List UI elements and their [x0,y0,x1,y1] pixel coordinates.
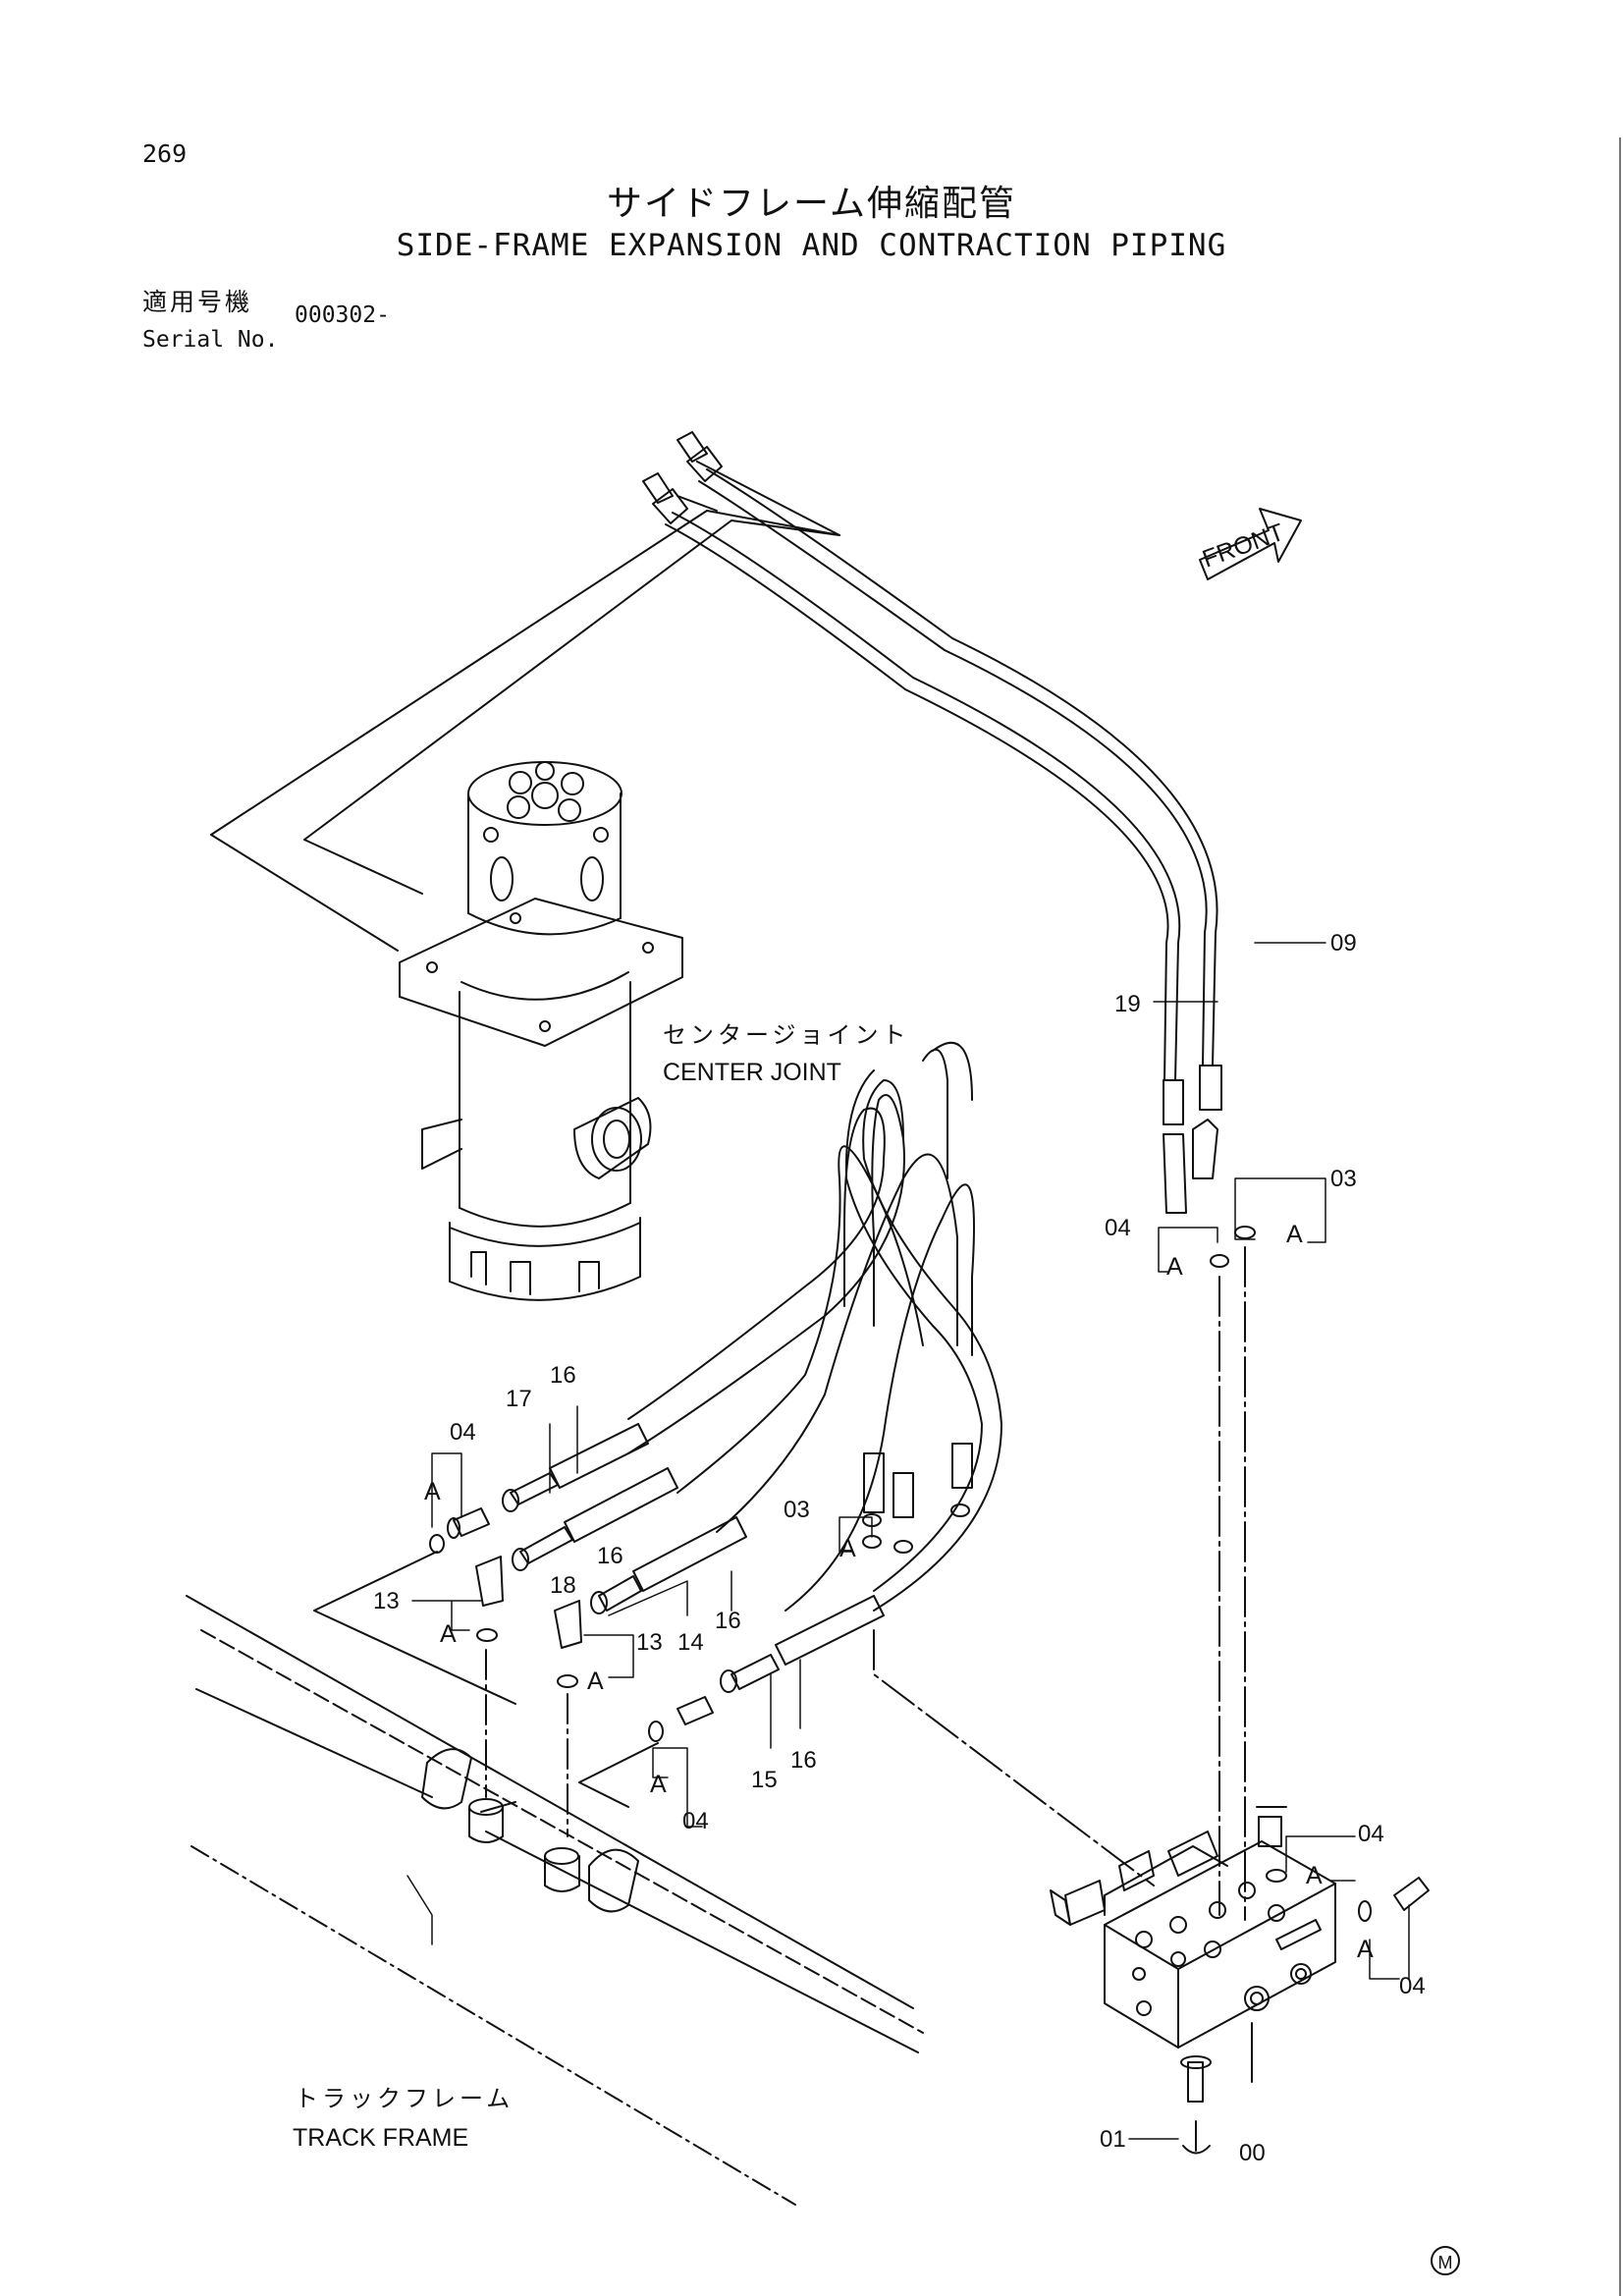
center-joint [399,761,683,1301]
part-callout-13: 13 [373,1588,400,1614]
m-mark-icon: M [1431,2246,1460,2275]
title-japanese: サイドフレーム伸縮配管 [607,184,1016,224]
track-frame-label-jp: トラックフレーム [295,2085,514,2112]
part-callout-17: 17 [506,1386,532,1412]
ref-a-label: A [424,1478,441,1505]
ref-a-label: A [1306,1862,1323,1889]
m-mark-label: M [1438,2253,1453,2272]
hose-fittings-left [502,1423,885,1693]
serial-label-english: Serial No. [142,327,279,353]
part-callout-16: 16 [790,1747,817,1774]
leader-lines [406,942,1410,2140]
front-label: FRONT [1199,519,1287,574]
serial-number-value: 000302- [295,302,390,328]
ref-a-label: A [1357,1936,1374,1963]
upper-piping-outline [210,461,840,952]
page-number: 269 [142,139,188,168]
ref-a-label: A [1286,1221,1303,1248]
part-callout-13: 13 [636,1629,663,1656]
serial-label-japanese: 適用号機 [142,288,253,316]
part-callout-00: 00 [1239,2140,1266,2166]
center-joint-label-jp: センタージョイント [663,1021,910,1049]
part-callout-04: 04 [450,1419,476,1446]
track-frame-sockets [421,1748,639,1913]
part-callout-04: 04 [682,1808,709,1834]
hose-bundle [627,1041,1002,1612]
track-frame-label-en: TRACK FRAME [293,2124,468,2152]
ref-a-label: A [839,1535,856,1562]
valve-block [1050,1831,1336,2155]
ref-a-label: A [587,1667,604,1695]
part-callout-14: 14 [677,1629,704,1656]
center-joint-label-en: CENTER JOINT [663,1059,841,1086]
part-callout-16: 16 [550,1362,576,1389]
hoses-09-19 [642,431,1256,1921]
part-callout-15: 15 [751,1767,778,1793]
part-callout-18: 18 [550,1572,576,1599]
title-english: SIDE-FRAME EXPANSION AND CONTRACTION PIP… [396,228,1227,263]
part-callout-01: 01 [1100,2126,1126,2153]
part-callout-04: 04 [1399,1973,1426,1999]
part-callout-03: 03 [784,1497,810,1523]
ref-a-label: A [650,1771,667,1798]
track-frame [186,1595,924,2206]
part-callout-16: 16 [715,1608,741,1634]
part-callout-04: 04 [1105,1215,1131,1241]
part-callout-04: 04 [1358,1821,1384,1847]
page-right-border [1619,137,1621,2296]
part-callout-09: 09 [1330,930,1357,957]
part-callout-03: 03 [1330,1166,1357,1192]
front-arrow-icon [1199,508,1302,580]
connection-guides [313,1551,1155,1886]
part-callout-16: 16 [597,1543,623,1569]
ref-a-label: A [1166,1253,1183,1281]
part-callout-19: 19 [1114,991,1141,1017]
ref-a-label: A [440,1620,457,1648]
